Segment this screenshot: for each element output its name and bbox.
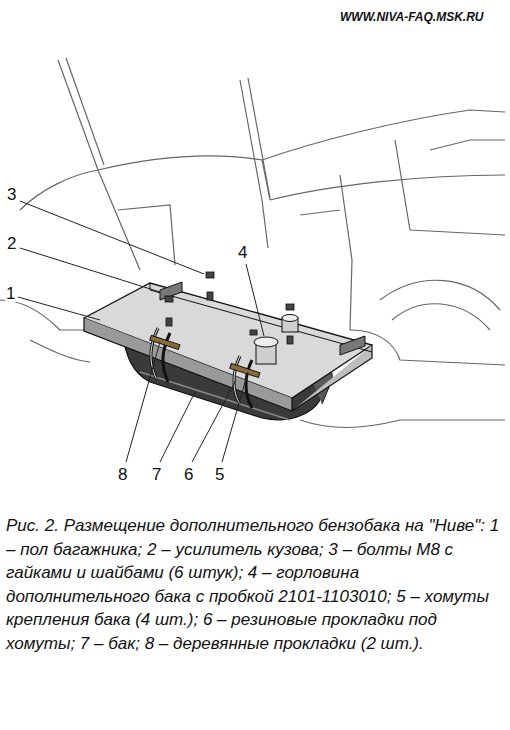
watermark: WWW.NIVA-FAQ.MSK.RU: [340, 11, 484, 23]
figure-caption: Рис. 2. Размещение дополнительного бензо…: [6, 514, 502, 655]
callout-number: 3: [6, 186, 17, 203]
callout-number: 5: [214, 466, 225, 483]
callout-number: 7: [151, 466, 162, 483]
callout-number: 4: [237, 244, 248, 261]
callout-number: 8: [117, 466, 128, 483]
callout-number: 1: [5, 285, 16, 302]
callout-number: 2: [6, 235, 17, 252]
callout-number: 6: [183, 466, 194, 483]
